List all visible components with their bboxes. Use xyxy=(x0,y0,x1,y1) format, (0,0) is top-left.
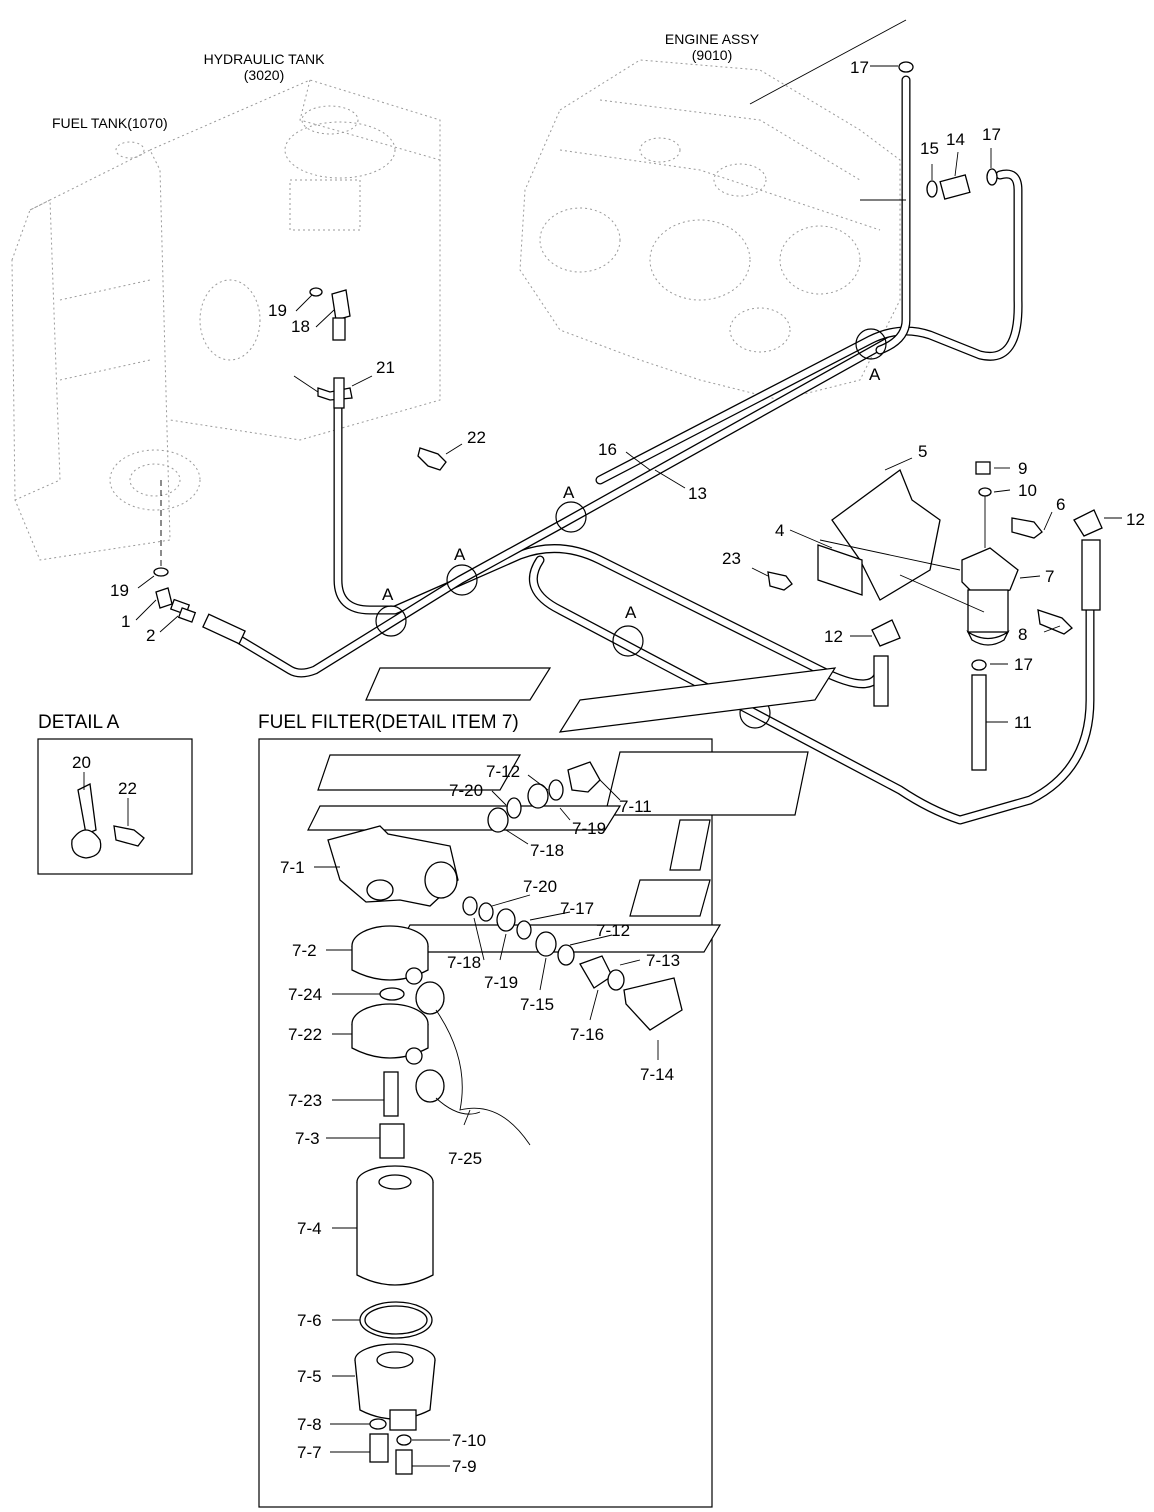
filter-label-7-18: 7-18 xyxy=(447,953,481,972)
part-label-18: 18 xyxy=(291,317,310,336)
fuel-filter-detail: FUEL FILTER(DETAIL ITEM 7) xyxy=(258,667,837,1508)
detail-a-letter: A xyxy=(563,483,575,502)
detail-a-letter: A xyxy=(454,545,466,564)
filter-label-7-12: 7-12 xyxy=(596,921,630,940)
filter-label-7-7: 7-7 xyxy=(297,1443,322,1462)
part-label-19: 19 xyxy=(110,581,129,600)
part-label-8: 8 xyxy=(1018,625,1027,644)
filter-label-7-3: 7-3 xyxy=(295,1129,320,1148)
filter-label-7-20: 7-20 xyxy=(523,877,557,896)
detail-a-box: DETAIL A 20 22 xyxy=(37,712,193,875)
fuel-pipes xyxy=(235,75,1095,825)
part-label-12: 12 xyxy=(824,627,843,646)
part-label-16: 16 xyxy=(598,440,617,459)
engine-assy-code: (9010) xyxy=(692,47,732,63)
leader-lines-filter xyxy=(314,774,659,1467)
filter-label-7-14: 7-14 xyxy=(640,1065,674,1084)
filter-label-7-19: 7-19 xyxy=(484,973,518,992)
engine-ghost xyxy=(519,59,901,401)
part-labels-upper: 1 2 19 19 18 21 22 16 13 3 4 5 23 17 15 … xyxy=(110,58,1145,732)
filter-label-7-18: 7-18 xyxy=(530,841,564,860)
detail-a-letter: A xyxy=(382,585,394,604)
part-label-12: 12 xyxy=(1126,510,1145,529)
hydraulic-tank-title: HYDRAULIC TANK xyxy=(204,51,326,67)
filter-label-7-25: 7-25 xyxy=(448,1149,482,1168)
leader-lines-upper xyxy=(135,19,1122,723)
part-label-19: 19 xyxy=(268,301,287,320)
part-label-21: 21 xyxy=(376,358,395,377)
detail-a-letter: A xyxy=(625,603,637,622)
filter-label-7-2: 7-2 xyxy=(292,941,317,960)
fuel-tank-title: FUEL TANK(1070) xyxy=(52,115,168,131)
filter-label-7-6: 7-6 xyxy=(297,1311,322,1330)
fuel-filter-title: FUEL FILTER(DETAIL ITEM 7) xyxy=(258,712,519,733)
hydraulic-tank-ghost xyxy=(149,79,441,441)
part-label-10: 10 xyxy=(1018,481,1037,500)
part-label-20: 20 xyxy=(72,753,91,772)
part-label-17: 17 xyxy=(850,58,869,77)
part-label-11: 11 xyxy=(1014,713,1032,732)
part-label-4: 4 xyxy=(775,521,784,540)
fuel-tank-ghost xyxy=(11,141,201,561)
filter-label-7-16: 7-16 xyxy=(570,1025,604,1044)
filter-label-7-20: 7-20 xyxy=(449,781,483,800)
filter-label-7-11: 7-11 xyxy=(619,797,652,816)
part-label-23: 23 xyxy=(722,549,741,568)
filter-label-7-13: 7-13 xyxy=(646,951,680,970)
part-label-1: 1 xyxy=(121,612,130,631)
part-label-14: 14 xyxy=(946,130,965,149)
filter-label-7-4: 7-4 xyxy=(297,1219,322,1238)
filter-label-7-9: 7-9 xyxy=(452,1457,477,1476)
filter-label-7-23: 7-23 xyxy=(288,1091,322,1110)
filter-label-7-1: 7-1 xyxy=(280,858,305,877)
part-label-2: 2 xyxy=(146,626,155,645)
filter-label-7-10: 7-10 xyxy=(452,1431,486,1450)
upper-parts xyxy=(153,61,1103,707)
detail-a-markers: A A A A A A xyxy=(375,328,887,729)
part-label-5: 5 xyxy=(918,442,927,461)
part-label-13: 13 xyxy=(688,484,707,503)
filter-label-7-19: 7-19 xyxy=(572,819,606,838)
part-label-17: 17 xyxy=(1014,655,1033,674)
part-label-9: 9 xyxy=(1018,459,1027,478)
detail-a-letter: A xyxy=(869,365,881,384)
filter-label-7-22: 7-22 xyxy=(288,1025,322,1044)
engine-assy-title: ENGINE ASSY xyxy=(665,31,760,47)
part-label-7: 7 xyxy=(1045,567,1054,586)
filter-label-7-15: 7-15 xyxy=(520,995,554,1014)
part-labels-filter: 7-1 7-2 7-24 7-22 7-23 7-3 7-4 7-6 7-5 7… xyxy=(280,762,680,1476)
filter-label-7-5: 7-5 xyxy=(297,1367,322,1386)
hydraulic-tank-code: (3020) xyxy=(244,67,284,83)
detail-a-title: DETAIL A xyxy=(38,712,120,733)
filter-label-7-12: 7-12 xyxy=(486,762,520,781)
filter-label-7-24: 7-24 xyxy=(288,985,322,1004)
part-label-22: 22 xyxy=(467,428,486,447)
filter-label-7-17: 7-17 xyxy=(560,899,594,918)
part-label-6: 6 xyxy=(1056,495,1065,514)
part-label-15: 15 xyxy=(920,139,939,158)
part-label-17: 17 xyxy=(982,125,1001,144)
filter-label-7-8: 7-8 xyxy=(297,1415,322,1434)
part-label-22: 22 xyxy=(118,779,137,798)
